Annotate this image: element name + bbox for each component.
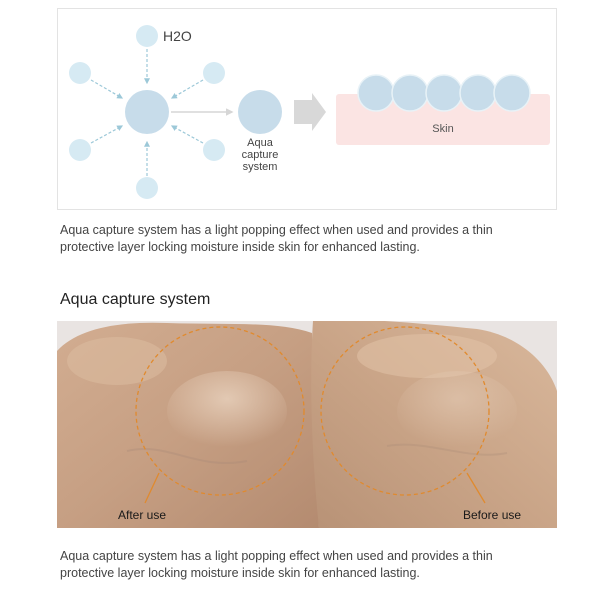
droplet-bottom [136,177,158,199]
center-droplet [125,90,169,134]
aqua-label-line-1: Aqua [247,137,274,149]
droplet-upper-right [203,62,225,84]
skin-layer [336,94,550,145]
protective-layer [357,74,531,112]
section-title: Aqua capture system [60,291,211,308]
aqua-label-line-3: system [243,161,278,173]
skin-label: Skin [432,123,453,135]
absorption-arrows [90,49,204,176]
after-use-circle [135,326,305,496]
aqua-label-line-2: capture [242,149,279,161]
aqua-capture-droplet [238,90,282,134]
after-use-label: After use [118,508,167,522]
before-use-label: Before use [463,508,522,522]
after-pointer [144,472,160,504]
gray-block-arrow [294,93,326,131]
hand-comparison-photo: After use Before use [57,321,557,528]
droplet-lower-left [69,139,91,161]
droplet-top [136,25,158,47]
droplet-lower-right [203,139,225,161]
aqua-capture-diagram: H2O Aqua capture system Skin [57,8,557,210]
caption-top: Aqua capture system has a light popping … [60,223,493,254]
hands-image [57,321,557,528]
before-pointer [466,472,486,504]
diagram-illustration: H2O Aqua capture system Skin [69,25,550,199]
water-droplets [69,25,225,199]
caption-bottom: Aqua capture system has a light popping … [60,549,493,580]
h2o-label: H2O [163,28,192,44]
before-use-circle [320,326,490,496]
droplet-upper-left [69,62,91,84]
